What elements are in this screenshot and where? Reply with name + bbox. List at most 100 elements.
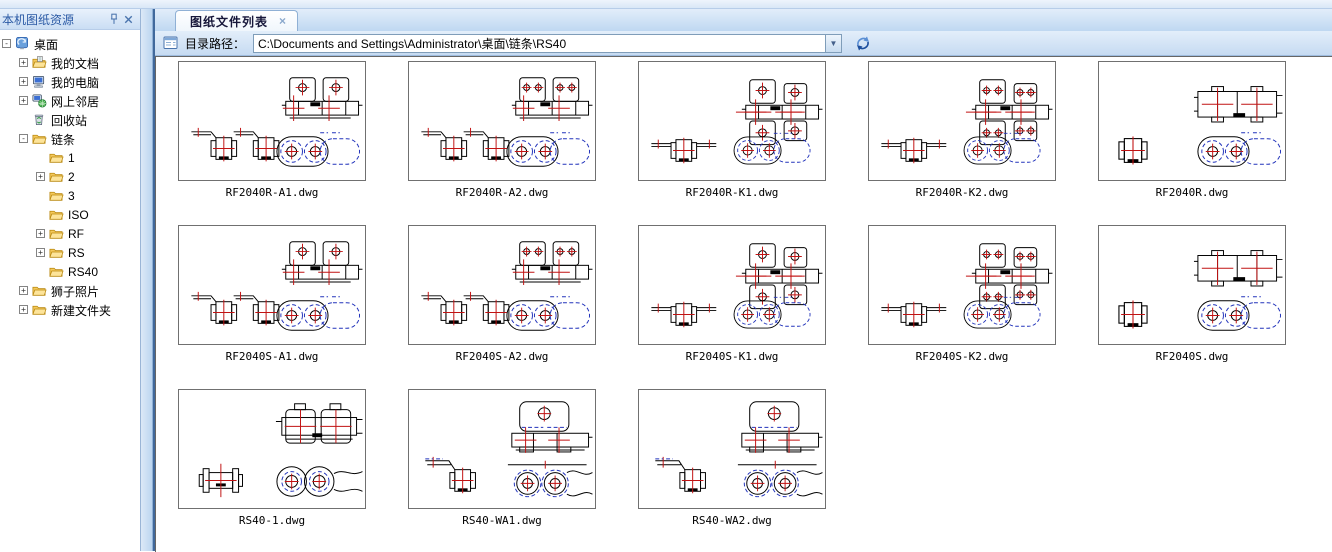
tree-item[interactable]: 回收站: [0, 110, 140, 129]
tree-item-label: 回收站: [51, 113, 88, 128]
tree-item[interactable]: 3: [0, 186, 140, 205]
file-item[interactable]: RS40-1.dwg: [178, 389, 366, 527]
tab-drawing-file-list[interactable]: 图纸文件列表 ×: [175, 10, 299, 31]
tree-folder-icon: [48, 150, 65, 165]
dropdown-arrow-icon[interactable]: ▼: [825, 33, 843, 53]
tree-item[interactable]: 1: [0, 148, 140, 167]
file-thumbnail[interactable]: [868, 61, 1056, 181]
file-item[interactable]: RF2040S-K2.dwg: [868, 225, 1056, 363]
file-item[interactable]: RF2040R-K2.dwg: [868, 61, 1056, 199]
panel-splitter[interactable]: [141, 9, 153, 551]
path-bar: 目录路径： ▼: [155, 31, 1332, 56]
path-combobox: ▼: [253, 33, 843, 53]
tree-expander[interactable]: +: [19, 286, 28, 295]
file-item[interactable]: RF2040S.dwg: [1098, 225, 1286, 363]
path-input[interactable]: [253, 33, 826, 53]
file-item[interactable]: RF2040R.dwg: [1098, 61, 1286, 199]
tree-item-label: 我的电脑: [51, 75, 100, 90]
tree-folder-icon: [31, 93, 48, 108]
tree-item[interactable]: RS40: [0, 262, 140, 281]
tree-item[interactable]: + 网上邻居: [0, 91, 140, 110]
file-item[interactable]: RS40-WA2.dwg: [638, 389, 826, 527]
file-list-icon: [163, 36, 179, 50]
tree-item-label: 1: [68, 151, 75, 165]
file-thumbnail[interactable]: [178, 225, 366, 345]
tree-folder-icon: [48, 169, 65, 184]
resource-panel-header: 本机图纸资源: [0, 9, 140, 30]
file-thumbnail[interactable]: [638, 389, 826, 509]
close-icon[interactable]: [121, 12, 136, 27]
tree-folder-icon: [48, 264, 65, 279]
tree-item-label: 桌面: [34, 37, 59, 52]
tree-folder-icon: [31, 74, 48, 89]
file-thumbnail[interactable]: [1098, 225, 1286, 345]
tab-close-icon[interactable]: ×: [279, 14, 287, 28]
file-thumbnail[interactable]: [178, 389, 366, 509]
tree-expander[interactable]: -: [19, 134, 28, 143]
file-thumbnail[interactable]: [408, 61, 596, 181]
file-thumbnail[interactable]: [1098, 61, 1286, 181]
tree-folder-icon: [31, 283, 48, 298]
tree-expander[interactable]: +: [19, 305, 28, 314]
file-name: RF2040R-A1.dwg: [225, 186, 319, 199]
tree-expander[interactable]: +: [36, 172, 45, 181]
tree-item[interactable]: + 2: [0, 167, 140, 186]
tree-expander[interactable]: +: [36, 229, 45, 238]
tree-folder-icon: [48, 188, 65, 203]
tree-item[interactable]: + RS: [0, 243, 140, 262]
file-name: RF2040S-K1.dwg: [685, 350, 779, 363]
tree-folder-icon: [31, 112, 48, 127]
file-name: RF2040S-A2.dwg: [455, 350, 549, 363]
file-thumbnail[interactable]: [408, 225, 596, 345]
file-thumbnail[interactable]: [178, 61, 366, 181]
tree-item[interactable]: + 狮子照片: [0, 281, 140, 300]
path-label: 目录路径：: [185, 36, 246, 51]
tree-item[interactable]: - 桌面: [0, 34, 140, 53]
window-top-strip: [0, 0, 1332, 9]
tab-label: 图纸文件列表: [190, 14, 269, 29]
tree-folder-icon: [48, 207, 65, 222]
file-item[interactable]: RF2040R-A2.dwg: [408, 61, 596, 199]
file-thumbnail[interactable]: [638, 225, 826, 345]
resource-tree: - 桌面 + 我的文档 + 我的电脑 + 网上邻居 回收站 - 链条 1 + 2…: [0, 30, 140, 551]
tree-item[interactable]: + RF: [0, 224, 140, 243]
tree-expander[interactable]: -: [2, 39, 11, 48]
tree-item-label: 3: [68, 189, 75, 203]
tree-expander[interactable]: +: [19, 58, 28, 67]
file-item[interactable]: RF2040R-K1.dwg: [638, 61, 826, 199]
file-name: RF2040R-K1.dwg: [685, 186, 779, 199]
file-item[interactable]: RS40-WA1.dwg: [408, 389, 596, 527]
file-item[interactable]: RF2040S-K1.dwg: [638, 225, 826, 363]
file-item[interactable]: RF2040S-A1.dwg: [178, 225, 366, 363]
tree-item-label: 狮子照片: [51, 284, 100, 299]
tree-item[interactable]: + 我的电脑: [0, 72, 140, 91]
tree-item-label: 新建文件夹: [51, 303, 112, 318]
file-name: RS40-WA1.dwg: [462, 514, 542, 527]
file-name: RF2040S-K2.dwg: [915, 350, 1009, 363]
file-thumbnail[interactable]: [638, 61, 826, 181]
tree-item[interactable]: - 链条: [0, 129, 140, 148]
tree-item-label: RF: [68, 227, 84, 241]
file-item[interactable]: RF2040R-A1.dwg: [178, 61, 366, 199]
file-grid: RF2040R-A1.dwg RF2040R-A2.dwg RF2040R-K1…: [155, 56, 1332, 552]
file-thumbnail[interactable]: [408, 389, 596, 509]
tree-item-label: RS: [68, 246, 85, 260]
tree-expander[interactable]: +: [36, 248, 45, 257]
tree-item-label: ISO: [68, 208, 89, 222]
tree-item-label: RS40: [68, 265, 99, 279]
pin-icon[interactable]: [106, 12, 121, 27]
tree-folder-icon: [31, 131, 48, 146]
tree-folder-icon: [31, 302, 48, 317]
tree-expander[interactable]: +: [19, 96, 28, 105]
tree-folder-icon: [48, 226, 65, 241]
file-item[interactable]: RF2040S-A2.dwg: [408, 225, 596, 363]
tree-item-label: 我的文档: [51, 56, 100, 71]
refresh-icon[interactable]: [854, 34, 872, 52]
tree-item[interactable]: + 我的文档: [0, 53, 140, 72]
file-thumbnail[interactable]: [868, 225, 1056, 345]
tree-folder-icon: [48, 245, 65, 260]
file-name: RF2040R.dwg: [1155, 186, 1229, 199]
tree-expander[interactable]: +: [19, 77, 28, 86]
tree-item[interactable]: + 新建文件夹: [0, 300, 140, 319]
tree-item[interactable]: ISO: [0, 205, 140, 224]
